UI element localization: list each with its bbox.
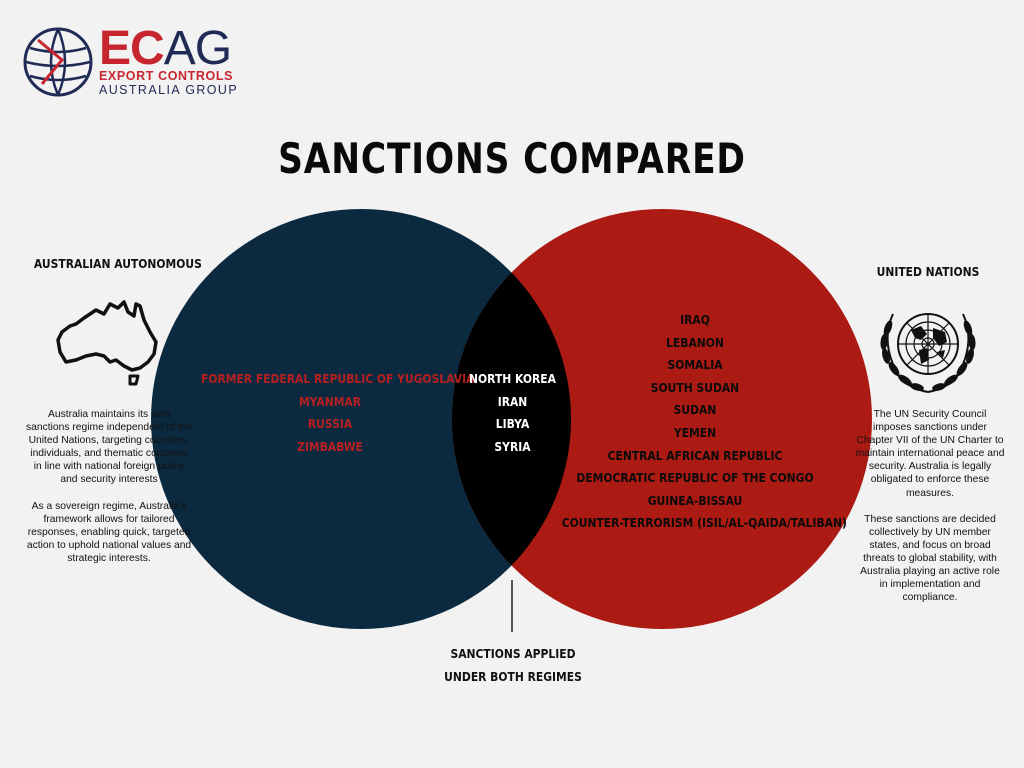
australian-circle <box>151 209 571 629</box>
un-description: The UN Security Council imposes sanction… <box>855 408 1005 604</box>
list-item: SYRIA <box>494 438 531 454</box>
list-item: DEMOCRATIC REPUBLIC OF THE CONGO <box>576 470 814 486</box>
list-item: COUNTER-TERRORISM (ISIL/AL-QAIDA/TALIBAN… <box>561 515 847 531</box>
both-label-line-1: SANCTIONS APPLIED <box>450 646 576 661</box>
list-item: ZIMBABWE <box>297 438 363 454</box>
list-item: GUINEA-BISSAU <box>647 492 743 508</box>
list-item: SOUTH SUDAN <box>650 379 740 395</box>
un-circle <box>452 209 872 629</box>
australian-description: Australia maintains its own sanctions re… <box>26 408 192 565</box>
ecag-logo: ECAG EXPORT CONTROLS AUSTRALIA GROUP <box>22 22 252 98</box>
list-item: RUSSIA <box>307 416 353 432</box>
list-item: NORTH KOREA <box>469 371 556 386</box>
un-heading: UNITED NATIONS <box>876 264 980 279</box>
logo-subtitle-2: AUSTRALIA GROUP <box>99 83 239 97</box>
australia-map-icon <box>56 300 158 386</box>
un-only-list: IRAQ LEBANON SOMALIA SOUTH SUDAN SUDAN Y… <box>561 309 847 535</box>
list-item: LEBANON <box>666 334 724 350</box>
list-item: YEMEN <box>673 424 717 440</box>
australian-only-list: FORMER FEDERAL REPUBLIC OF YUGOSLAVIA MY… <box>201 368 475 458</box>
both-label-line-2: UNDER BOTH REGIMES <box>444 668 582 684</box>
logo-subtitle-1: EXPORT CONTROLS <box>99 69 234 83</box>
list-item: LIBYA <box>495 416 530 432</box>
list-item: IRAN <box>497 393 528 409</box>
list-item: CENTRAL AFRICAN REPUBLIC <box>607 447 783 463</box>
page-title: SANCTIONS COMPARED <box>278 134 746 183</box>
un-paragraph-2: These sanctions are decided collectively… <box>860 513 1000 604</box>
list-item: IRAQ <box>680 312 710 327</box>
australian-heading: AUSTRALIAN AUTONOMOUS <box>33 256 202 271</box>
list-item: FORMER FEDERAL REPUBLIC OF YUGOSLAVIA <box>201 371 475 386</box>
un-paragraph-1: The UN Security Council imposes sanction… <box>855 409 1005 499</box>
logo-wordmark: ECAG <box>99 22 232 75</box>
list-item: SOMALIA <box>667 357 723 373</box>
both-regimes-list: NORTH KOREA IRAN LIBYA SYRIA <box>454 368 570 458</box>
un-emblem-icon <box>880 313 976 393</box>
list-item: MYANMAR <box>298 393 362 409</box>
australian-paragraph-2: As a sovereign regime, Australia's frame… <box>26 500 192 564</box>
list-item: SUDAN <box>673 402 717 418</box>
both-regimes-label: SANCTIONS APPLIED UNDER BOTH REGIMES <box>440 643 586 688</box>
australian-paragraph-1: Australia maintains its own sanctions re… <box>26 409 193 486</box>
ecag-globe-icon <box>23 27 93 97</box>
